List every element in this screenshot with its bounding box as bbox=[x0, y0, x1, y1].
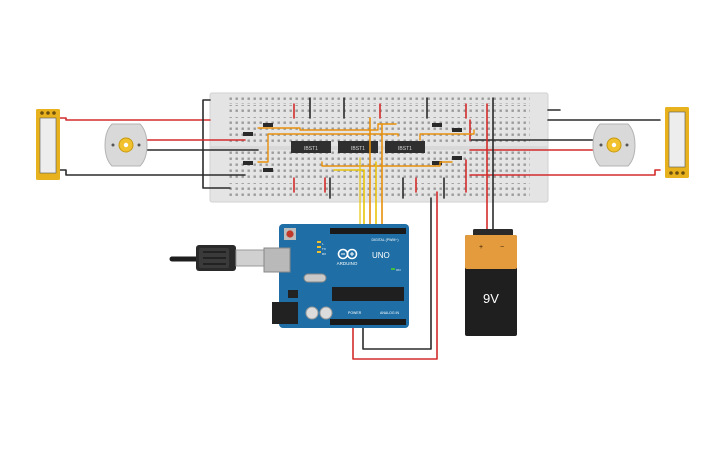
wire-left-panel-red[interactable] bbox=[59, 117, 211, 121]
on-led-label: ON bbox=[396, 268, 401, 272]
dc-motor-left[interactable] bbox=[104, 123, 148, 167]
power-header-label: POWER bbox=[348, 311, 362, 315]
arduino-uno-board[interactable]: ARDUINO UNO DIGITAL (PWM~) POWER ANALOG … bbox=[263, 224, 409, 328]
reset-button[interactable] bbox=[286, 230, 294, 238]
battery-minus-label: − bbox=[500, 244, 504, 251]
wire-orange-top[interactable] bbox=[257, 123, 397, 131]
top-power-rail-2 bbox=[228, 105, 530, 112]
wire-left-rail-black[interactable] bbox=[202, 99, 231, 189]
left-panel-component[interactable] bbox=[36, 109, 60, 180]
chip-label: IBST1 bbox=[398, 146, 412, 152]
battery-9v[interactable]: + − 9V bbox=[465, 229, 517, 336]
wires[interactable] bbox=[59, 97, 661, 360]
right-panel-component[interactable] bbox=[665, 107, 689, 178]
ic-chip-1[interactable]: IBST1 bbox=[291, 141, 331, 153]
arduino-logo-icon bbox=[337, 248, 358, 260]
battery-plus-label: + bbox=[479, 244, 483, 251]
wire-arduino-gnd-black[interactable] bbox=[362, 197, 432, 350]
wire-arduino-5v-red[interactable] bbox=[352, 191, 438, 360]
ic-chip-3[interactable]: IBST1 bbox=[385, 141, 425, 153]
bottom-power-rail-2 bbox=[228, 191, 530, 198]
usb-cable[interactable] bbox=[169, 245, 265, 271]
bottom-power-rail-1 bbox=[228, 183, 530, 190]
l-led-label: L bbox=[322, 242, 324, 246]
dc-motor-right[interactable] bbox=[592, 123, 636, 167]
chip-label: IBST1 bbox=[304, 146, 318, 152]
wire-orange-left[interactable] bbox=[257, 133, 399, 163]
wire-orange-bottom[interactable] bbox=[321, 161, 453, 167]
breadboard[interactable] bbox=[209, 92, 549, 203]
wire-right-panel-red[interactable] bbox=[469, 169, 661, 176]
usb-jack bbox=[263, 247, 291, 273]
power-analog-header bbox=[330, 319, 406, 325]
chip-label: IBST1 bbox=[351, 146, 365, 152]
atmega-chip bbox=[332, 287, 404, 301]
arduino-model-text: UNO bbox=[372, 251, 390, 260]
analog-header-label: ANALOG IN bbox=[380, 311, 400, 315]
wire-signal-1[interactable] bbox=[333, 169, 365, 230]
digital-header bbox=[330, 228, 406, 234]
center-channel bbox=[210, 146, 548, 150]
battery-voltage-label: 9V bbox=[483, 291, 499, 306]
digital-header-label: DIGITAL (PWM~) bbox=[371, 238, 398, 242]
power-jack bbox=[272, 302, 298, 324]
arduino-brand-text: ARDUINO bbox=[337, 261, 358, 266]
resistors[interactable] bbox=[243, 123, 462, 172]
wire-orange-right[interactable] bbox=[419, 129, 475, 141]
top-power-rail-1 bbox=[228, 97, 530, 104]
tx-label: TX bbox=[322, 247, 326, 251]
ic-chip-2[interactable]: IBST1 bbox=[338, 141, 378, 153]
battery-snap bbox=[473, 229, 513, 236]
rx-label: RX bbox=[322, 252, 326, 256]
wire-left-panel-black[interactable] bbox=[59, 169, 246, 176]
